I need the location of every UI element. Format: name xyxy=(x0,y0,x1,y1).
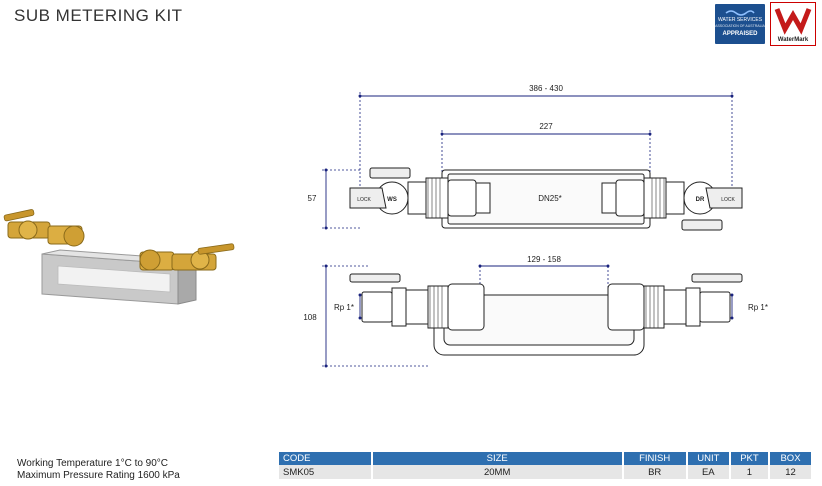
working-temperature: Working Temperature 1°C to 90°C xyxy=(17,458,169,469)
cell-code: SMK05 xyxy=(279,465,371,479)
watermark-logo-icon xyxy=(774,8,812,35)
water-services-badge: WATER SERVICES ASSOCIATION OF AUSTRALIA … xyxy=(715,4,765,44)
header-box: BOX xyxy=(770,452,811,465)
product-table: CODE SIZE FINISH UNIT PKT BOX SMK05 20MM… xyxy=(277,452,813,479)
cell-size: 20MM xyxy=(372,465,622,479)
product-photo xyxy=(3,209,235,305)
header-finish: FINISH xyxy=(623,452,686,465)
valve-mark-left: WS xyxy=(387,197,397,203)
specifications: Working Temperature 1°C to 90°C Maximum … xyxy=(17,458,180,482)
cell-finish: BR xyxy=(623,465,686,479)
dim-dn-label: DN25* xyxy=(538,194,562,203)
badge-line-2: ASSOCIATION OF AUSTRALIA xyxy=(715,24,765,28)
table-row: SMK05 20MM BR EA 1 12 xyxy=(279,465,811,479)
max-pressure: Maximum Pressure Rating 1600 kPa xyxy=(17,470,180,481)
page-title: SUB METERING KIT xyxy=(14,6,183,25)
thread-right-label: Rp 1* xyxy=(748,303,768,312)
valve-lock-label-left: LOCK xyxy=(357,197,371,203)
dim-body-label: 227 xyxy=(539,122,553,131)
technical-drawing: 386 - 430 227 57 DN25* 129 - 158 108 Rp … xyxy=(303,84,768,368)
water-wave-icon xyxy=(725,10,755,16)
header-unit: UNIT xyxy=(687,452,729,465)
dim-overall-label: 386 - 430 xyxy=(529,84,563,93)
header-size: SIZE xyxy=(372,452,622,465)
valve-mark-right: DR xyxy=(696,197,705,203)
valve-lock-label-right: LOCK xyxy=(721,197,735,203)
header-pkt: PKT xyxy=(730,452,768,465)
thread-left-label: Rp 1* xyxy=(334,303,354,312)
watermark-label: WaterMark xyxy=(777,37,809,43)
badge-line-3: APPRAISED xyxy=(722,31,758,37)
table-header-row: CODE SIZE FINISH UNIT PKT BOX xyxy=(279,452,811,465)
header-code: CODE xyxy=(279,452,371,465)
dim-side-height-label: 108 xyxy=(303,313,317,322)
cell-pkt: 1 xyxy=(730,465,768,479)
cell-box: 12 xyxy=(770,465,811,479)
dim-height-label: 57 xyxy=(308,194,317,203)
dim-side-span-label: 129 - 158 xyxy=(527,255,561,264)
watermark-badge: WaterMark xyxy=(770,2,816,46)
badge-line-1: WATER SERVICES xyxy=(717,17,763,23)
cell-unit: EA xyxy=(687,465,729,479)
